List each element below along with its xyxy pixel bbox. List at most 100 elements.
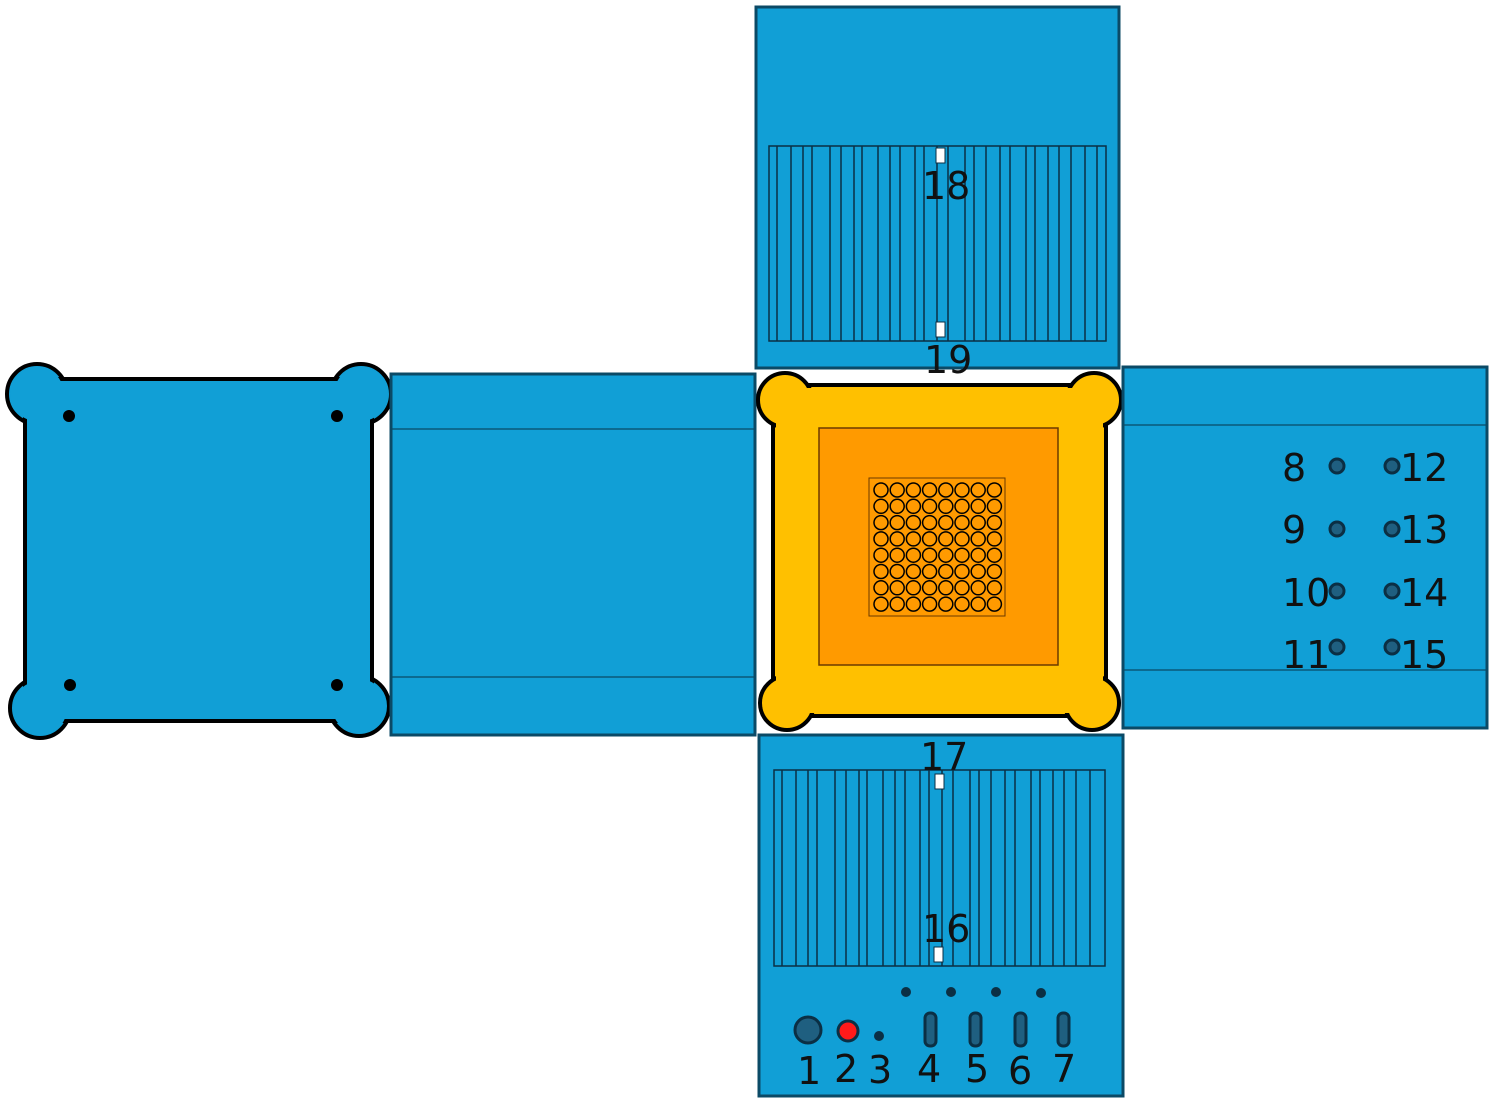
screw-hole (63, 410, 75, 422)
led-cell (970, 580, 986, 596)
led-cell (986, 563, 1003, 580)
label-4: 4 (917, 1047, 941, 1091)
connector-19 (935, 321, 946, 338)
led-cell (970, 547, 986, 563)
led-cell (938, 596, 954, 612)
small-hole-3 (874, 1031, 884, 1041)
led-cell (921, 580, 938, 596)
led-cell (905, 596, 922, 612)
jack-13 (1383, 520, 1401, 538)
led-cell (921, 531, 938, 547)
label-18: 18 (922, 164, 970, 208)
led-cell (905, 498, 922, 515)
led-cell (889, 547, 905, 563)
top-side-panel (754, 5, 1121, 370)
right-side-panel: 8 9 10 11 12 13 14 15 (1121, 365, 1489, 730)
label-7: 7 (1052, 1047, 1076, 1091)
center-base-panel (756, 371, 1123, 732)
led-cell (986, 482, 1003, 498)
led-cell (954, 531, 970, 547)
led-cell (905, 580, 922, 596)
connector-17 (934, 773, 945, 790)
slot-4 (923, 1011, 938, 1048)
label-3: 3 (868, 1048, 892, 1092)
slot-6 (1013, 1011, 1028, 1048)
led-cell (938, 563, 954, 580)
led-cell (986, 547, 1003, 563)
jack-14 (1383, 582, 1401, 600)
power-jack-1 (793, 1015, 823, 1045)
slot-7 (1056, 1011, 1071, 1048)
led-cell (905, 514, 922, 531)
led-cell (986, 596, 1003, 612)
led-cell (938, 482, 954, 498)
led-cell (954, 482, 970, 498)
heatsink-fins-top (768, 145, 1107, 342)
led-cell (889, 482, 905, 498)
led-cell (921, 482, 938, 498)
screw-hole (331, 410, 343, 422)
label-10: 10 (1282, 571, 1330, 615)
led-cell (873, 482, 889, 498)
led-cell (954, 596, 970, 612)
label-14: 14 (1400, 571, 1448, 615)
led-cell (873, 531, 889, 547)
led-cell (889, 498, 905, 515)
led-cell (889, 596, 905, 612)
label-19: 19 (924, 338, 972, 382)
bottom-side-panel: 1 2 3 4 5 6 7 (757, 733, 1125, 1098)
led-cell (970, 563, 986, 580)
label-11: 11 (1282, 633, 1330, 677)
led-cell (986, 514, 1003, 531)
led-cell (873, 498, 889, 515)
led-cell (873, 580, 889, 596)
led-cell (873, 514, 889, 531)
jack-10 (1328, 582, 1346, 600)
label-17: 17 (920, 735, 968, 779)
led-cell (938, 531, 954, 547)
led-cell (921, 547, 938, 563)
led-cell (970, 498, 986, 515)
led-cell (970, 514, 986, 531)
led-cell (954, 547, 970, 563)
indicator-hole (946, 987, 956, 997)
led-cell (905, 563, 922, 580)
screw-hole (64, 679, 76, 691)
led-cell (970, 531, 986, 547)
label-9: 9 (1282, 508, 1306, 552)
led-cell (873, 596, 889, 612)
slot-5 (968, 1011, 983, 1048)
jack-9 (1328, 520, 1346, 538)
red-led-2 (836, 1019, 860, 1043)
label-2: 2 (834, 1047, 858, 1091)
led-cell (938, 514, 954, 531)
led-cell (889, 514, 905, 531)
label-16: 16 (922, 907, 970, 951)
label-1: 1 (797, 1049, 821, 1093)
led-cell (873, 547, 889, 563)
led-cell (889, 531, 905, 547)
led-cell (921, 498, 938, 515)
led-cell (905, 531, 922, 547)
led-cell (938, 580, 954, 596)
label-12: 12 (1400, 446, 1448, 490)
led-cell (938, 498, 954, 515)
screw-hole (331, 679, 343, 691)
led-cell (986, 531, 1003, 547)
jack-12 (1383, 457, 1401, 475)
fin-frame (773, 769, 1106, 967)
led-cell (921, 563, 938, 580)
led-cell (954, 514, 970, 531)
left-side-panel (389, 372, 757, 737)
indicator-hole (901, 987, 911, 997)
heatsink-fins-bottom (773, 769, 1106, 967)
connector-18 (935, 147, 946, 164)
indicator-hole (991, 987, 1001, 997)
jack-11 (1328, 638, 1346, 656)
led-cell (970, 596, 986, 612)
led-cell (954, 498, 970, 515)
label-15: 15 (1400, 633, 1448, 677)
led-cell (921, 596, 938, 612)
indicator-hole (1036, 988, 1046, 998)
